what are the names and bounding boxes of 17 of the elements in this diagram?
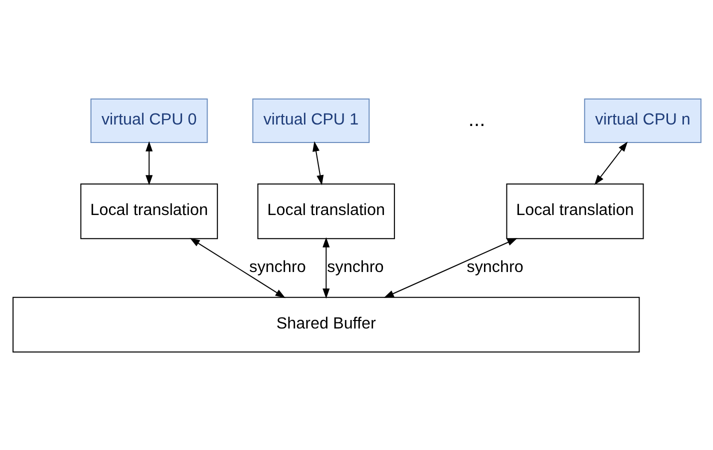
arrow bbox=[145, 140, 152, 185]
label: ... bbox=[468, 108, 485, 130]
arrow bbox=[383, 238, 517, 298]
node-box: Local translation bbox=[256, 183, 394, 239]
node-box: Local translation bbox=[506, 183, 644, 239]
node-box: Shared Buffer bbox=[12, 296, 640, 352]
node-box: virtual CPU 1 bbox=[252, 98, 370, 143]
node-box: virtual CPU n bbox=[584, 98, 701, 143]
edge-label: synchro bbox=[326, 257, 384, 276]
arrow bbox=[312, 140, 324, 185]
edge-label: synchro bbox=[248, 257, 306, 276]
arrow bbox=[322, 236, 330, 298]
node-box: Local translation bbox=[80, 183, 218, 239]
arrow bbox=[189, 237, 285, 298]
edge-label: synchro bbox=[466, 257, 523, 276]
arrow bbox=[594, 141, 628, 184]
node-box: virtual CPU 0 bbox=[90, 98, 208, 143]
